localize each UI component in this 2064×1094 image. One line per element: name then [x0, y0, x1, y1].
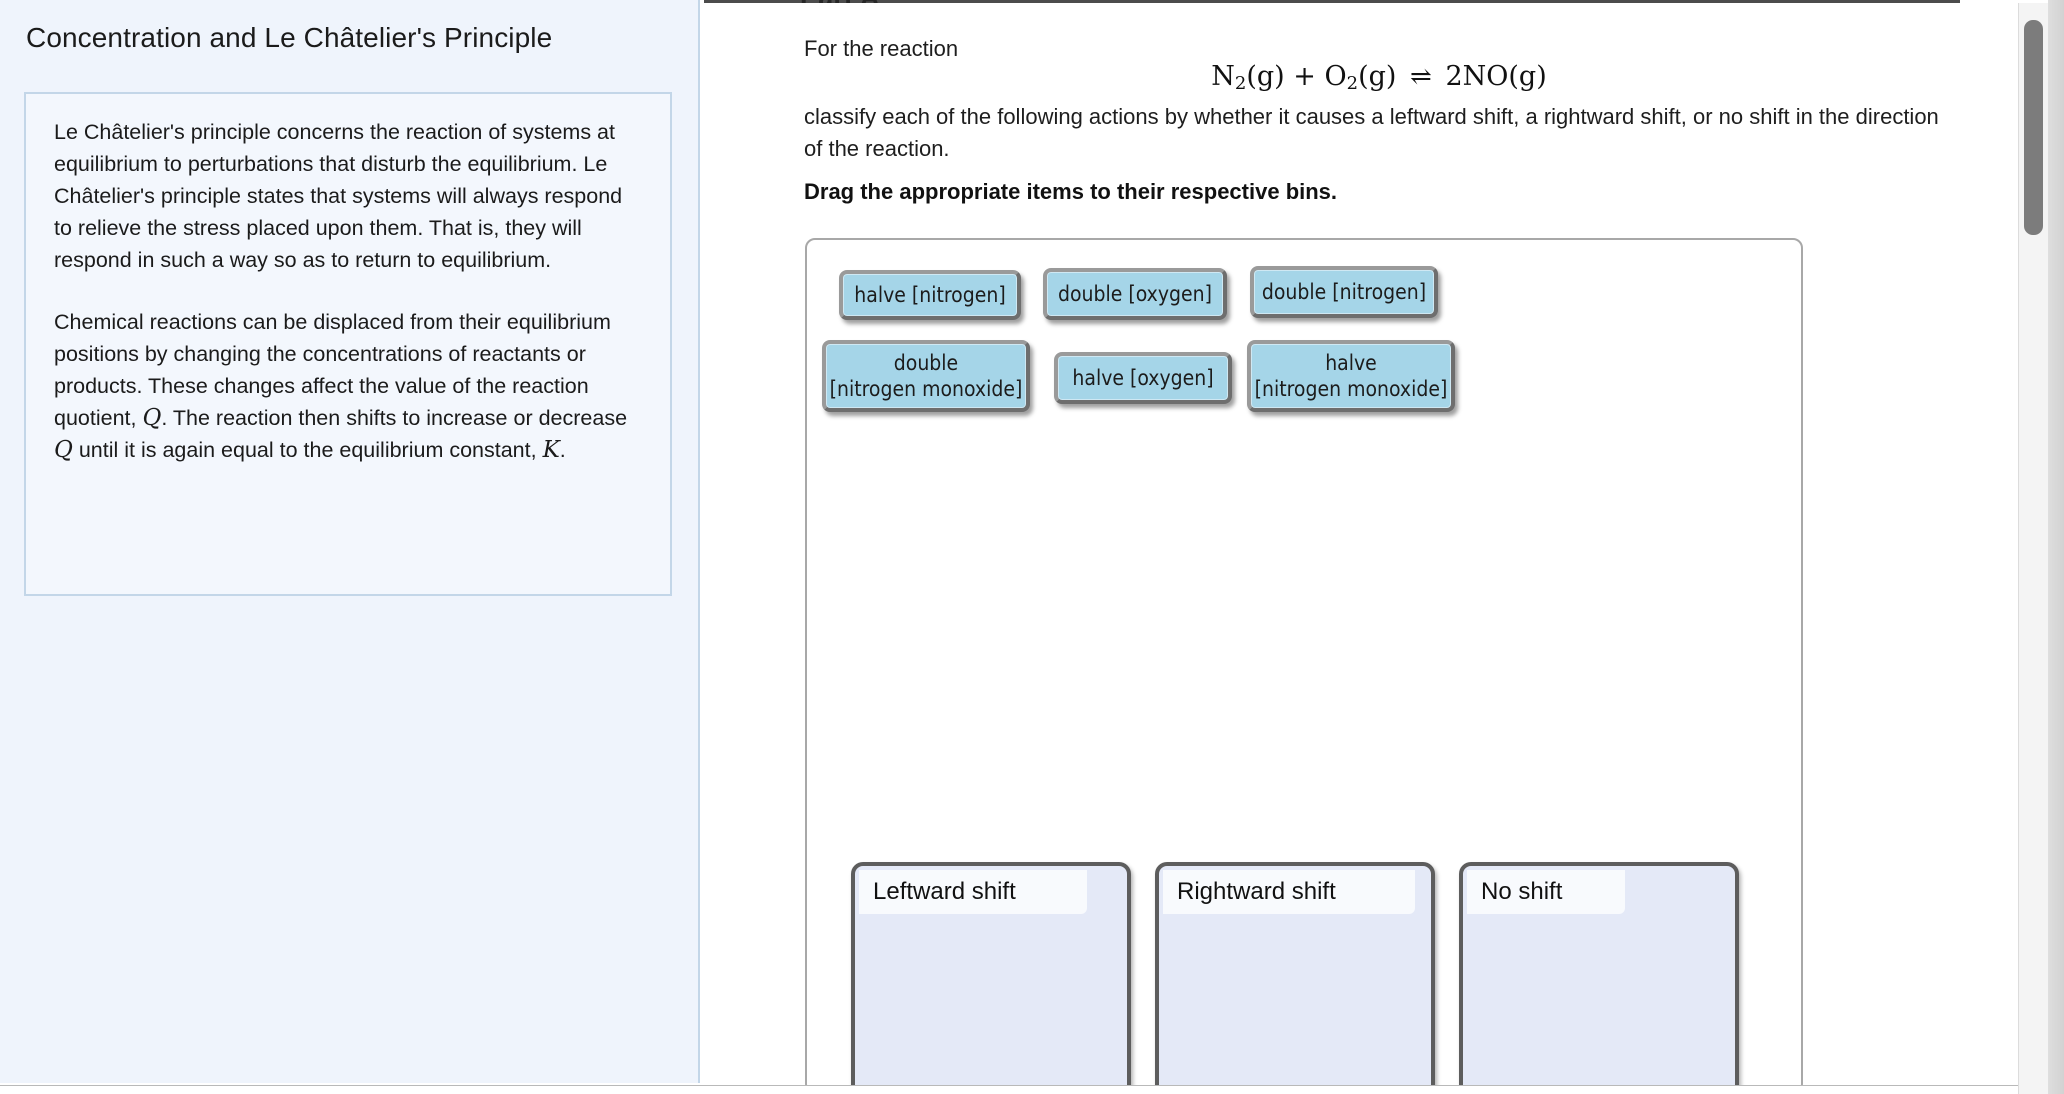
- tile-label: double [oxygen]: [1057, 282, 1212, 306]
- draggable-tile-double-nitrogen-monoxide[interactable]: double [nitrogen monoxide]: [822, 340, 1030, 412]
- chemical-equation: N2(g) + O2(g) ⇌ 2NO(g): [804, 61, 1954, 94]
- tile-label: double [nitrogen monoxide]: [829, 351, 1023, 401]
- math-var-q-1: Q: [142, 405, 162, 431]
- info-p2-part-c: until it is again equal to the equilibri…: [72, 438, 543, 462]
- question-panel: For the reaction N2(g) + O2(g) ⇌ 2NO(g) …: [704, 3, 1960, 1094]
- math-var-k: K: [542, 437, 560, 463]
- equation-reactant-1: N2(g): [1211, 61, 1285, 94]
- info-p2-part-b: . The reaction then shifts to increase o…: [161, 406, 628, 430]
- info-p2-part-a: Chemical reactions can be displaced from…: [54, 310, 611, 430]
- tile-label: double [nitrogen]: [1261, 280, 1427, 304]
- drop-bin-rightward-shift[interactable]: Rightward shift: [1155, 862, 1435, 1094]
- drop-bin-leftward-shift[interactable]: Leftward shift: [851, 862, 1131, 1094]
- info-paragraph-2: Chemical reactions can be displaced from…: [54, 306, 642, 466]
- draggable-tile-halve-oxygen[interactable]: halve [oxygen]: [1054, 352, 1232, 404]
- drag-drop-container: halve [nitrogen] double [oxygen] double [n…: [805, 238, 1803, 1094]
- info-p2-part-d: .: [559, 438, 566, 462]
- tile-label: halve [nitrogen monoxide]: [1254, 351, 1448, 401]
- info-paragraph-1: Le Châtelier's principle concerns the re…: [54, 120, 623, 272]
- draggable-tile-double-nitrogen[interactable]: double [nitrogen]: [1250, 266, 1438, 318]
- equation-plus: +: [1293, 61, 1316, 92]
- bin-label-leftward-shift: Leftward shift: [859, 870, 1087, 914]
- equilibrium-arrow-icon: ⇌: [1410, 62, 1432, 92]
- info-box: Le Châtelier's principle concerns the re…: [24, 92, 672, 596]
- cut-off-footer-strip: [0, 1085, 2018, 1094]
- tile-label: halve [oxygen]: [1072, 366, 1214, 390]
- math-var-q-2: Q: [54, 437, 73, 463]
- equation-reactant-2: O2(g): [1324, 61, 1397, 94]
- draggable-tile-halve-nitrogen-monoxide[interactable]: halve [nitrogen monoxide]: [1247, 340, 1455, 412]
- tile-label: halve [nitrogen]: [854, 283, 1006, 307]
- section-divider-rule: [704, 0, 1960, 3]
- reaction-intro-text: For the reaction: [804, 36, 959, 61]
- page-title: Concentration and Le Châtelier's Princip…: [26, 22, 553, 53]
- left-info-panel: Concentration and Le Châtelier's Princip…: [0, 0, 700, 1083]
- draggable-tile-double-oxygen[interactable]: double [oxygen]: [1043, 268, 1227, 320]
- bin-label-rightward-shift: Rightward shift: [1163, 870, 1415, 914]
- classify-instruction-text: classify each of the following actions b…: [804, 104, 1939, 161]
- draggable-tile-halve-nitrogen[interactable]: halve [nitrogen]: [839, 270, 1021, 320]
- drag-instruction-text: Drag the appropriate items to their resp…: [804, 179, 1338, 204]
- window-right-gutter: [2048, 0, 2064, 1094]
- bin-label-no-shift: No shift: [1467, 870, 1625, 914]
- vertical-scrollbar-thumb[interactable]: [2024, 20, 2043, 235]
- cut-off-footer-text: [24, 1086, 2018, 1094]
- equation-product: 2NO(g): [1445, 61, 1547, 92]
- drop-bin-no-shift[interactable]: No shift: [1459, 862, 1739, 1094]
